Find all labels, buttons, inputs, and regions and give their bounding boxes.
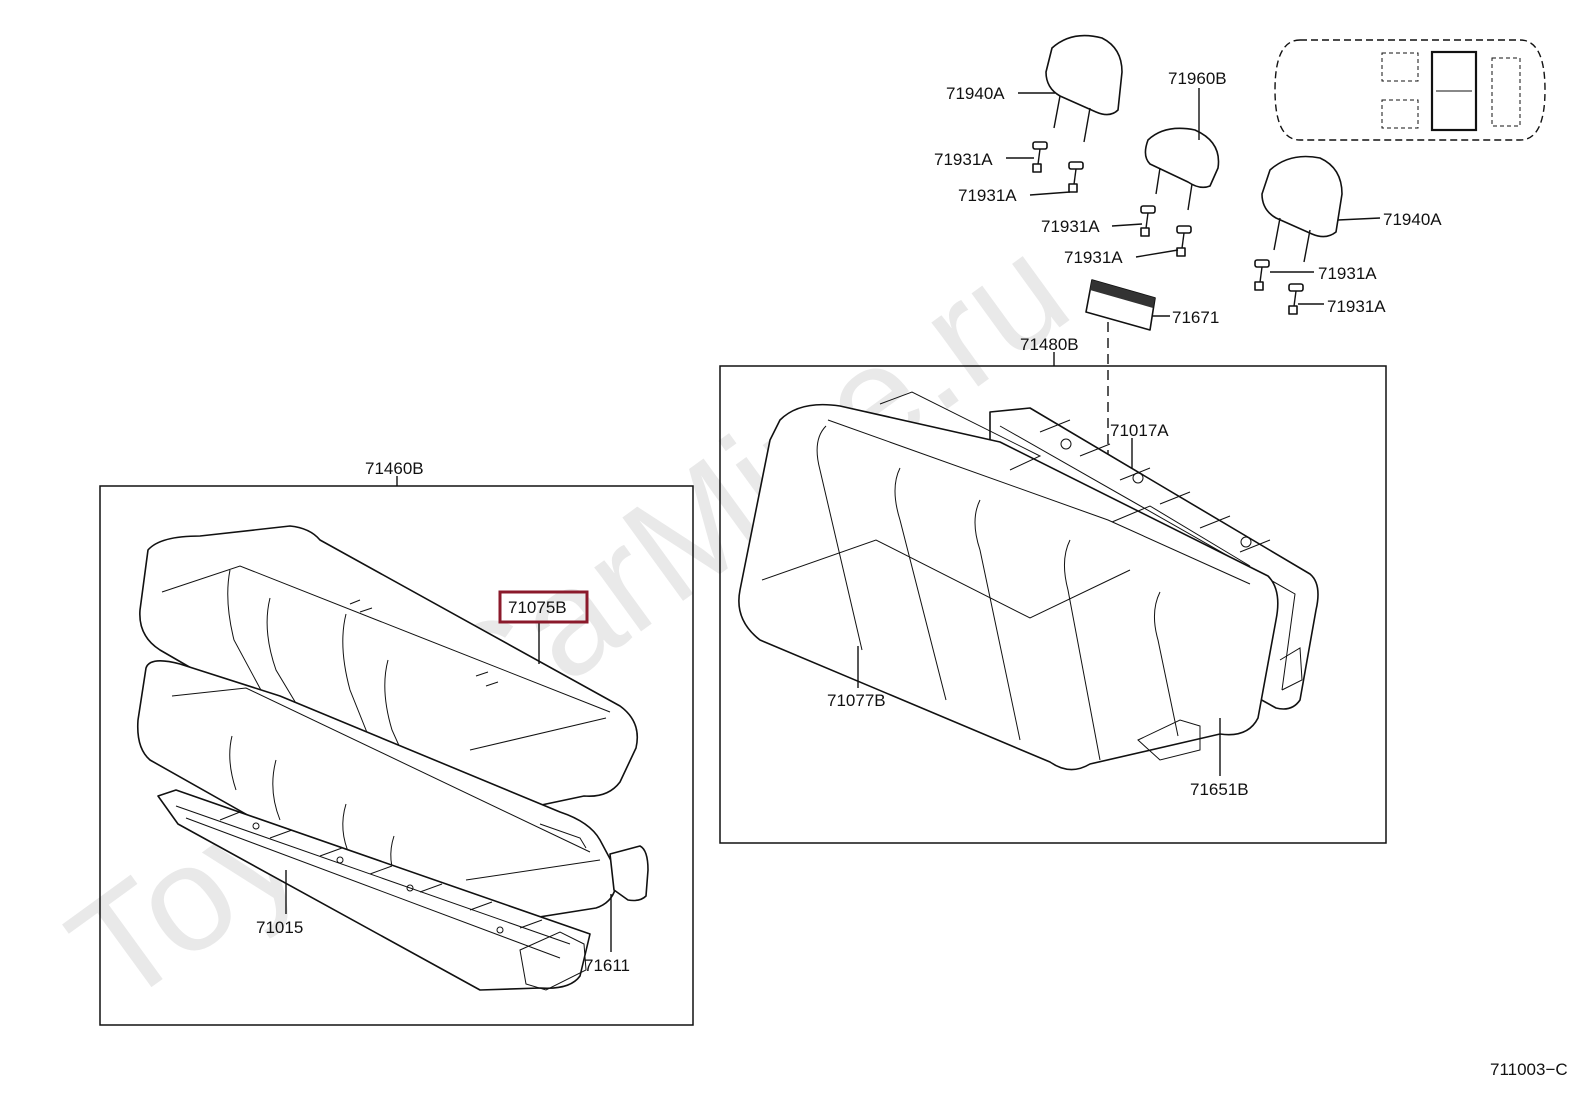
label-cushion-pad[interactable]: 71611 — [584, 956, 630, 975]
label-support-1[interactable]: 71931A — [934, 150, 993, 169]
leader-lines — [285, 88, 1381, 952]
diagram-id: 711003−C — [1490, 1060, 1568, 1079]
label-support-3[interactable]: 71931A — [1041, 217, 1100, 236]
headrest-left — [1045, 34, 1123, 143]
label-headrest-center[interactable]: 71960B — [1168, 69, 1227, 88]
label-cushion-assy[interactable]: 71460B — [365, 459, 424, 478]
label-cushion-cover[interactable]: 71075B — [508, 598, 567, 617]
cushion-side-pad — [609, 845, 649, 902]
label-support-5[interactable]: 71931A — [1318, 264, 1377, 283]
headrest-right — [1261, 155, 1343, 263]
label-back-cover[interactable]: 71077B — [827, 691, 886, 710]
highlight-box-cushion-cover — [498, 590, 589, 624]
label-back-frame[interactable]: 71017A — [1110, 421, 1169, 440]
vehicle-locator-icon — [1274, 39, 1546, 141]
headrest-center — [1144, 127, 1220, 211]
back-assy-box — [719, 365, 1387, 844]
label-armrest[interactable]: 71671 — [1172, 308, 1219, 327]
label-support-2[interactable]: 71931A — [958, 186, 1017, 205]
label-back-assy[interactable]: 71480B — [1020, 335, 1079, 354]
seat-cushion-frame — [157, 789, 591, 991]
armrest-lid — [1085, 279, 1156, 475]
label-cushion-frame[interactable]: 71015 — [256, 918, 303, 937]
label-back-pad[interactable]: 71651B — [1190, 780, 1249, 799]
seatback-cushion — [738, 391, 1279, 771]
label-headrest-left[interactable]: 71940A — [946, 84, 1005, 103]
seat-cushion-pad — [136, 660, 618, 930]
part-labels: 71940A 71960B 71940A 71931A 71931A 71931… — [256, 69, 1568, 1079]
headrest-support-icons — [1032, 141, 1304, 315]
label-support-6[interactable]: 71931A — [1327, 297, 1386, 316]
label-headrest-right[interactable]: 71940A — [1383, 210, 1442, 229]
label-support-4[interactable]: 71931A — [1064, 248, 1123, 267]
seat-cushion-cover — [139, 525, 639, 820]
